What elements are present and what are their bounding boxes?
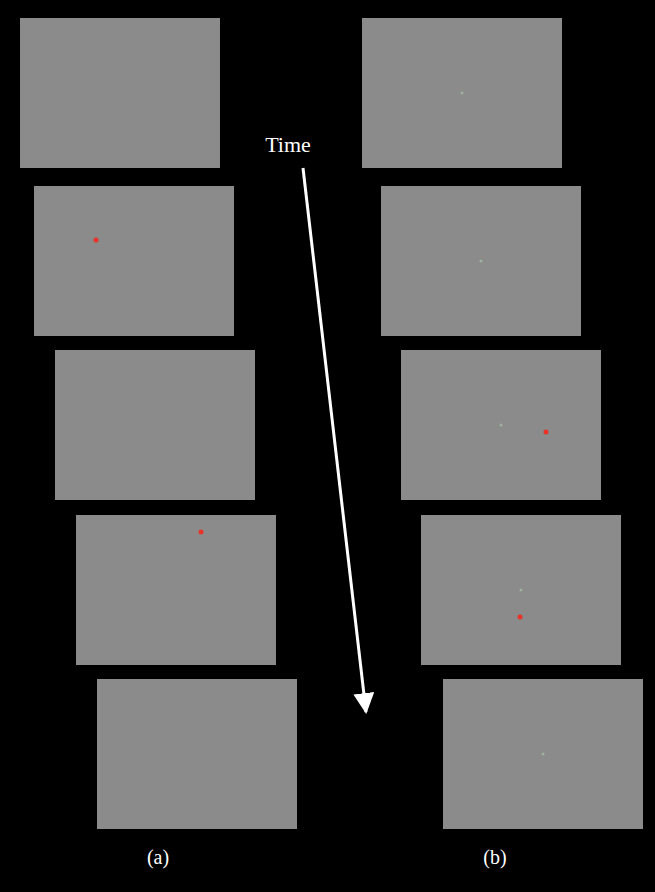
fixation-dot (542, 753, 545, 756)
stimulus-panel (381, 186, 581, 336)
panel-background (362, 18, 562, 168)
fixation-dot (500, 424, 503, 427)
stimulus-panel (20, 13, 220, 173)
stimulus-panel (421, 515, 621, 665)
panel-group (20, 13, 643, 834)
stimulus-panel (362, 18, 562, 168)
stimulus-panel (55, 350, 255, 500)
panel-background (401, 350, 601, 500)
panel-background (34, 186, 234, 336)
stimulus-panel (76, 513, 276, 666)
stimulus-panel (443, 679, 643, 829)
panel-label: (b) (483, 846, 506, 868)
panel-background (76, 515, 276, 665)
stimulus-panel (34, 186, 234, 336)
stimulus-panel (401, 350, 601, 500)
time-arrow (303, 168, 366, 712)
panel-background (443, 679, 643, 829)
target-dot (518, 615, 523, 620)
panel-background (55, 350, 255, 500)
target-dot (94, 238, 99, 243)
panel-background (421, 515, 621, 665)
panel-background (20, 18, 220, 168)
fixation-dot (520, 589, 523, 592)
fixation-dot (480, 260, 483, 263)
panel-label: (a) (147, 846, 169, 868)
axis-label: Time (265, 133, 311, 157)
checker-bowtie (140, 111, 146, 173)
panel-background (381, 186, 581, 336)
fixation-dot (461, 92, 464, 95)
panel-background (97, 679, 297, 829)
target-dot (544, 430, 549, 435)
target-dot (199, 530, 204, 535)
stimulus-panel (97, 674, 297, 834)
